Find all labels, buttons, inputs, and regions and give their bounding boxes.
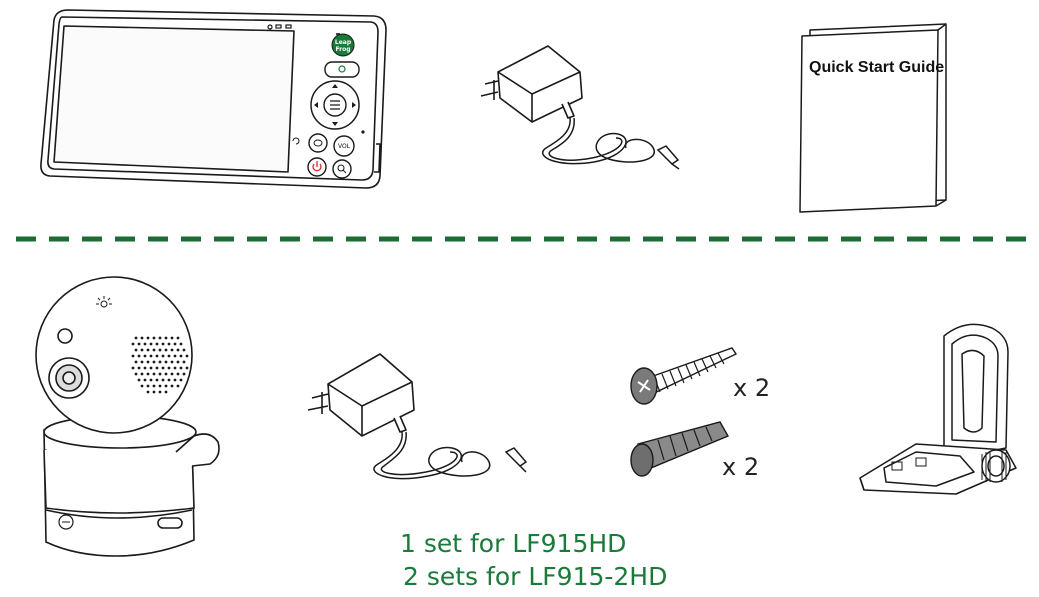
light-icon [96,296,112,308]
section-divider [0,236,1039,242]
screws-quantity: x 2 [733,374,771,402]
camera-set-note-line-2: 2 sets for LF915-2HD [403,562,668,591]
back-arrow-icon[interactable] [292,137,300,145]
mounting-screw-illustration [624,340,744,410]
parent-monitor-illustration: Leap Frog VOL [36,4,394,194]
camera-power-adapter [300,348,540,488]
wall-anchor-illustration [624,414,734,488]
camera-leapfrog-logo [58,514,74,530]
monitor-power-adapter [476,38,696,178]
camera-set-note-line-1: 1 set for LF915HD [400,529,627,558]
zoom-icon[interactable] [332,159,352,179]
vol-button[interactable]: VOL [333,135,355,157]
chat-icon[interactable] [308,133,328,153]
vol-label: VOL [338,143,351,150]
svg-text:Leap: Leap [335,39,352,46]
baby-camera-illustration [26,260,224,560]
wall-mount-bracket-illustration [856,318,1026,498]
anchors-quantity: x 2 [722,453,760,481]
svg-text:Frog: Frog [335,46,350,53]
power-icon[interactable] [307,157,327,177]
home-icon[interactable] [324,61,360,78]
quick-start-guide-booklet: Quick Start Guide [796,20,956,216]
menu-icon[interactable] [310,80,360,130]
leapfrog-logo: Leap Frog [331,33,355,57]
quick-start-guide-title: Quick Start Guide [809,59,944,76]
